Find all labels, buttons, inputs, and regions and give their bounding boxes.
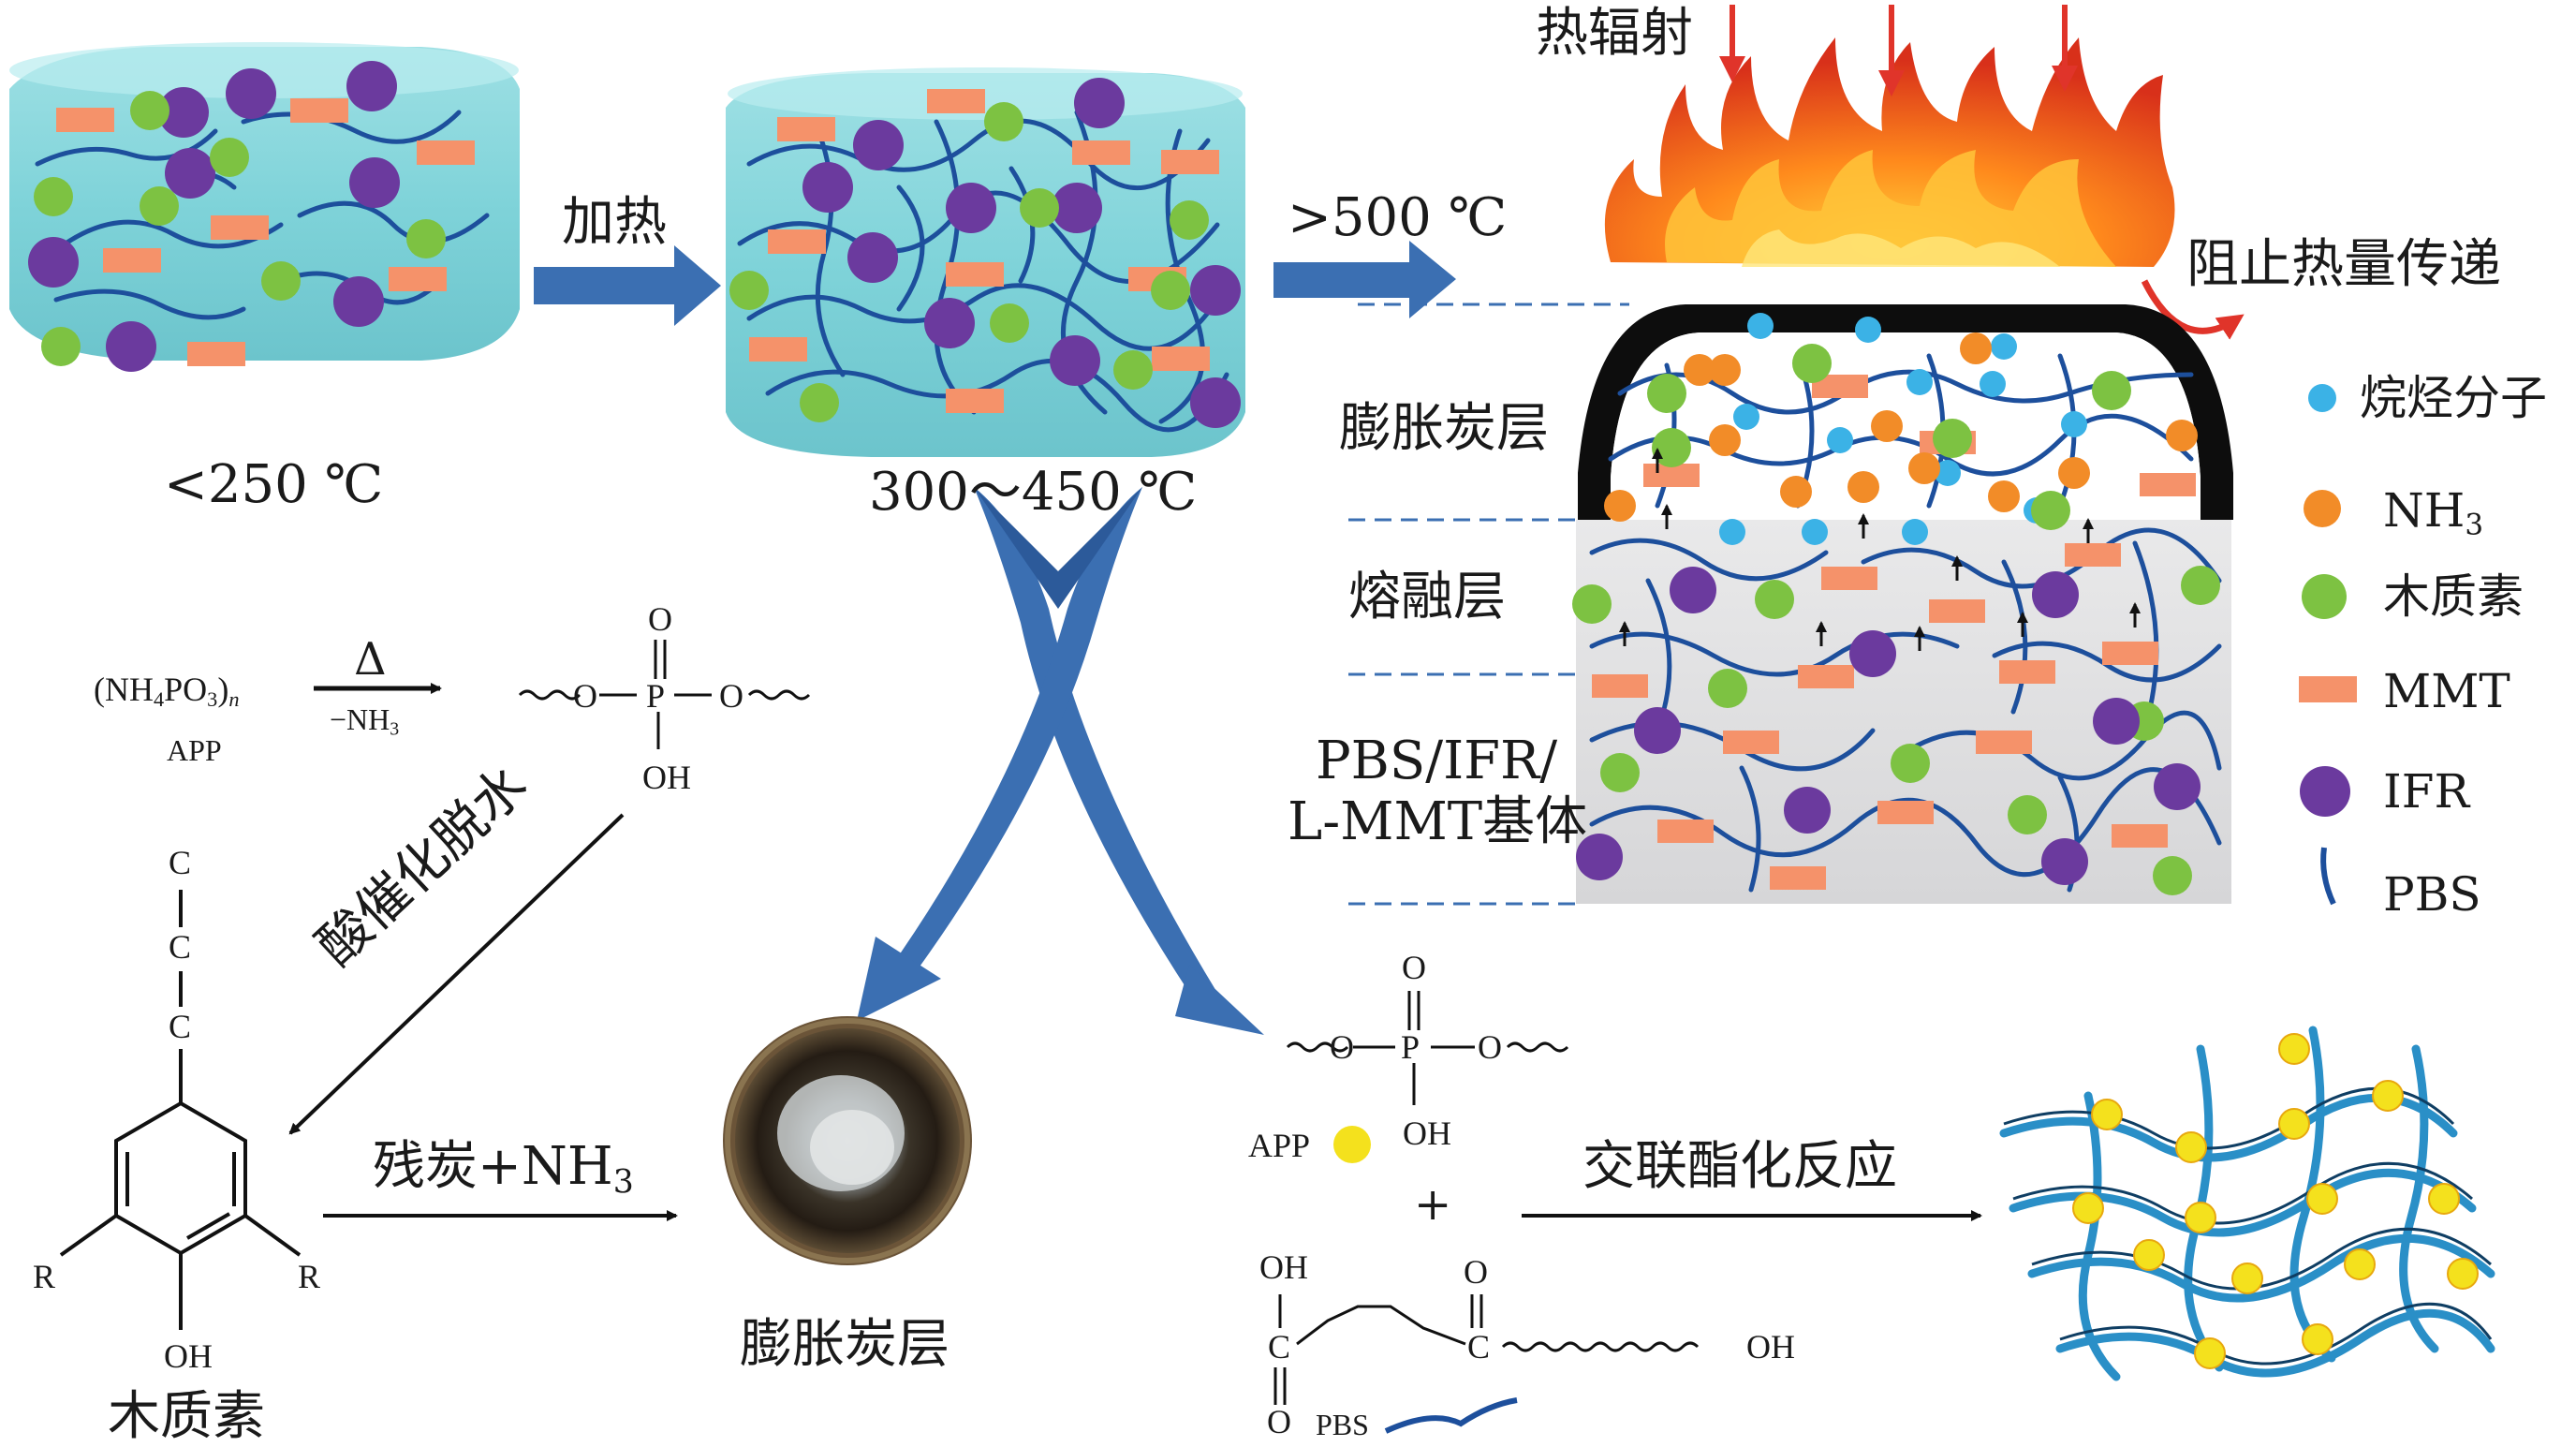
phosphate-o-left: O — [573, 677, 597, 715]
lignin-r-right: R — [298, 1258, 321, 1295]
mmt-platelets-low-temp — [56, 98, 475, 366]
pbs-oh-end: OH — [1746, 1328, 1795, 1366]
lignin-c2: C — [169, 928, 192, 966]
mmt-platelets-mid-temp — [749, 89, 1219, 413]
legend-lignin-icon — [2302, 574, 2347, 619]
legend-mmt-label: MMT — [2383, 664, 2510, 718]
ifr-particles-low-temp — [28, 61, 400, 372]
phosphate-o-right: O — [719, 677, 743, 715]
legend-pbs-icon — [2320, 847, 2336, 906]
layer-guides — [1348, 303, 1629, 906]
lignin-particles-mid-temp — [729, 102, 1209, 422]
block-heat-arrow — [2141, 279, 2245, 340]
phosphate-oh: OH — [642, 759, 691, 796]
flame-icon — [1604, 37, 2175, 267]
acid-dehydration-arrow — [288, 813, 625, 1135]
lignin-structure — [59, 890, 302, 1330]
lignin-r-left: R — [33, 1258, 56, 1295]
plus-sign: + — [1414, 1178, 1452, 1231]
crosslink-o-right: O — [1478, 1028, 1502, 1066]
stage3-temperature: >500 ℃ — [1288, 187, 1508, 248]
app-formula: (NH4PO3)n — [94, 671, 240, 712]
gas-escape-arrows — [1619, 448, 2141, 651]
legend-alkane-label: 烷烃分子 — [2360, 371, 2547, 425]
lignin-particles-block — [1572, 344, 2220, 895]
lignin-particles-low-temp — [34, 91, 446, 366]
crosslink-app-label: APP — [1248, 1127, 1311, 1164]
melt-layer-label: 熔融层 — [1348, 567, 1506, 628]
radiation-label: 热辐射 — [1536, 3, 1693, 64]
legend-mmt-icon — [2299, 676, 2357, 702]
pbs-name: PBS — [1316, 1408, 1369, 1441]
crosslink-o-top: O — [1402, 949, 1426, 986]
crosslink-reaction-label: 交联酯化反应 — [1582, 1136, 1897, 1197]
legend-alkane-icon — [2308, 384, 2336, 412]
minus-nh3-label: −NH3 — [330, 702, 400, 740]
pbs-o-bottom: O — [1267, 1403, 1291, 1440]
heat-arrow — [534, 245, 721, 326]
mmt-platelets-block — [1592, 375, 2196, 890]
legend-pbs-label: PBS — [2383, 867, 2481, 922]
lignin-c1: C — [169, 844, 192, 881]
lignin-c3: C — [169, 1008, 192, 1045]
lignin-name: 木质素 — [108, 1386, 265, 1447]
residue-label: 残炭+NH3 — [373, 1136, 634, 1202]
app-name: APP — [167, 733, 222, 767]
app-marker-yellow — [1333, 1126, 1371, 1163]
legend-ifr-label: IFR — [2383, 764, 2470, 819]
high-temp-arrow — [1273, 241, 1456, 318]
crosslink-o-left: O — [1330, 1028, 1354, 1066]
legend-symbols — [2299, 384, 2357, 906]
pbs-chain-sample — [1384, 1397, 1518, 1434]
legend-lignin-label: 木质素 — [2383, 569, 2524, 624]
ifr-particles-block — [1576, 567, 2201, 885]
stage1-temperature: <250 ℃ — [164, 454, 384, 515]
branching-arrows — [857, 487, 1264, 1035]
crosslink-oh: OH — [1403, 1115, 1451, 1152]
pbs-structure — [1273, 1294, 1700, 1405]
char-photo-label: 膨胀炭层 — [740, 1314, 949, 1375]
ifr-particles-mid-temp — [802, 78, 1241, 428]
nh3-molecules-block — [1604, 332, 2198, 522]
legend-ifr-icon — [2300, 766, 2350, 817]
alkane-molecules-block — [1719, 313, 2087, 545]
pbs-oh-top: OH — [1259, 1248, 1308, 1286]
char-residue-photo — [723, 1016, 972, 1265]
phosphate-p: P — [646, 677, 666, 715]
phosphate-o-top: O — [648, 600, 672, 638]
delta-symbol: Δ — [354, 633, 387, 686]
block-heat-label: 阻止热量传递 — [2186, 234, 2501, 295]
legend-nh3-label: NH3 — [2383, 483, 2484, 542]
char-layer-label: 膨胀炭层 — [1339, 398, 1549, 459]
pbs-o-top2: O — [1464, 1253, 1488, 1291]
stage2-temperature: 300～450 ℃ — [869, 462, 1198, 523]
radiation-arrows — [1719, 5, 2078, 96]
crosslinked-network — [1999, 1026, 2495, 1381]
pbs-c1: C — [1268, 1328, 1291, 1366]
polyphosphate-structure — [518, 640, 811, 749]
legend-nh3-icon — [2304, 490, 2341, 527]
crosslink-app-structure — [1286, 991, 1569, 1105]
matrix-label-line1: PBS/IFR/ — [1316, 731, 1558, 791]
pbs-c2: C — [1467, 1328, 1491, 1366]
heat-label: 加热 — [562, 192, 667, 253]
crosslink-p: P — [1401, 1028, 1420, 1066]
matrix-label-line2: L-MMT基体 — [1288, 791, 1588, 852]
lignin-oh: OH — [164, 1337, 213, 1375]
